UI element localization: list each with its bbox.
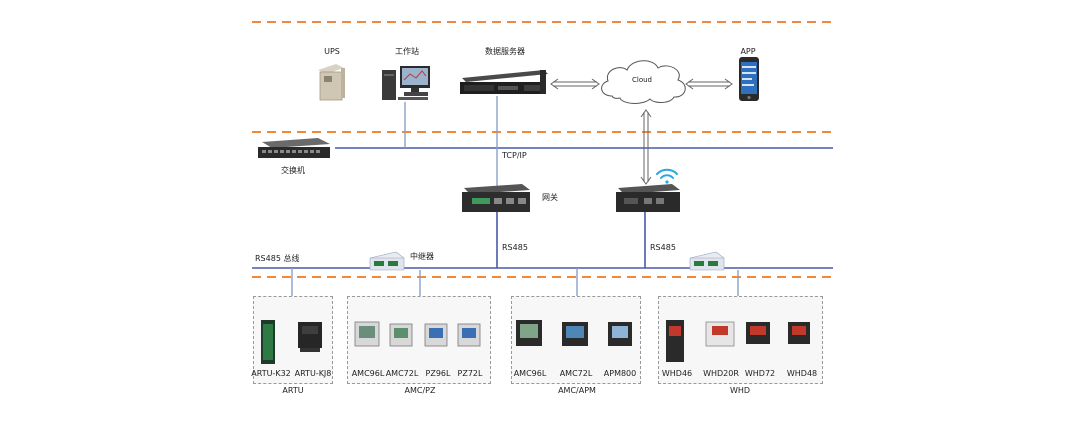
gateway-label: 网关 <box>542 193 558 202</box>
group-item-label: ARTU-K32 <box>251 369 291 378</box>
wifi-icon <box>656 168 678 184</box>
pz72l-meter-icon <box>457 323 481 347</box>
rs485-label-left: RS485 <box>502 243 528 252</box>
smartphone-icon <box>739 57 759 101</box>
group-item-label: APM800 <box>603 369 637 378</box>
switch-icon <box>258 138 330 158</box>
group-item-label: WHD20R <box>703 369 739 378</box>
amc72l-meter-icon-2 <box>562 322 588 346</box>
rs485-bus-label: RS485 总线 <box>255 254 300 263</box>
cloud-icon <box>601 60 686 104</box>
server-cloud-arrow <box>550 78 600 90</box>
group-item-label: ARTU-KJ8 <box>294 369 332 378</box>
whd20r-device-icon <box>705 321 735 347</box>
group-item-label: PZ96L <box>425 369 451 378</box>
group-title-label: AMC/PZ <box>404 386 436 395</box>
group-title-label: ARTU <box>282 386 304 395</box>
workstation-icon <box>382 66 430 100</box>
tcpip-label: TCP/IP <box>502 151 527 160</box>
amc96l-meter-icon <box>354 321 380 347</box>
group-item-label: WHD48 <box>786 369 818 378</box>
artu-kj8-device-icon <box>298 322 322 352</box>
repeater-icon-2 <box>689 251 725 271</box>
group-title-label: WHD <box>729 386 751 395</box>
apm800-meter-icon <box>608 322 632 346</box>
ups-icon <box>318 64 345 101</box>
cloud-app-arrow <box>685 78 733 90</box>
group-item-label: AMC96L <box>351 369 385 378</box>
group-item-label: PZ72L <box>457 369 483 378</box>
cloud-label: Cloud <box>632 76 652 84</box>
ups-label: UPS <box>324 47 340 56</box>
group-item-label: AMC96L <box>513 369 547 378</box>
repeater-icon <box>369 251 405 271</box>
group-title-label: AMC/APM <box>558 386 596 395</box>
pz96l-meter-icon <box>424 323 448 347</box>
group-item-label: AMC72L <box>559 369 593 378</box>
group-item-label: AMC72L <box>385 369 419 378</box>
whd48-device-icon <box>788 322 810 344</box>
switch-label: 交换机 <box>281 166 305 175</box>
gateway-icon <box>462 184 530 212</box>
repeater-label: 中继器 <box>410 252 434 261</box>
workstation-label: 工作站 <box>395 47 419 56</box>
whd46-device-icon <box>666 320 684 362</box>
whd72-device-icon <box>746 322 770 344</box>
artu-k32-device-icon <box>261 320 275 364</box>
data-server-label: 数据服务器 <box>485 47 525 56</box>
amc72l-meter-icon <box>389 323 413 347</box>
wireless-gateway-icon <box>616 184 680 212</box>
cloud-gateway-arrow <box>640 109 652 185</box>
group-item-label: WHD72 <box>744 369 776 378</box>
group-item-label: WHD46 <box>661 369 693 378</box>
amc96l-meter-icon-2 <box>516 320 542 346</box>
data-server-icon <box>460 70 548 94</box>
app-label: APP <box>740 47 756 56</box>
rs485-label-right: RS485 <box>650 243 676 252</box>
